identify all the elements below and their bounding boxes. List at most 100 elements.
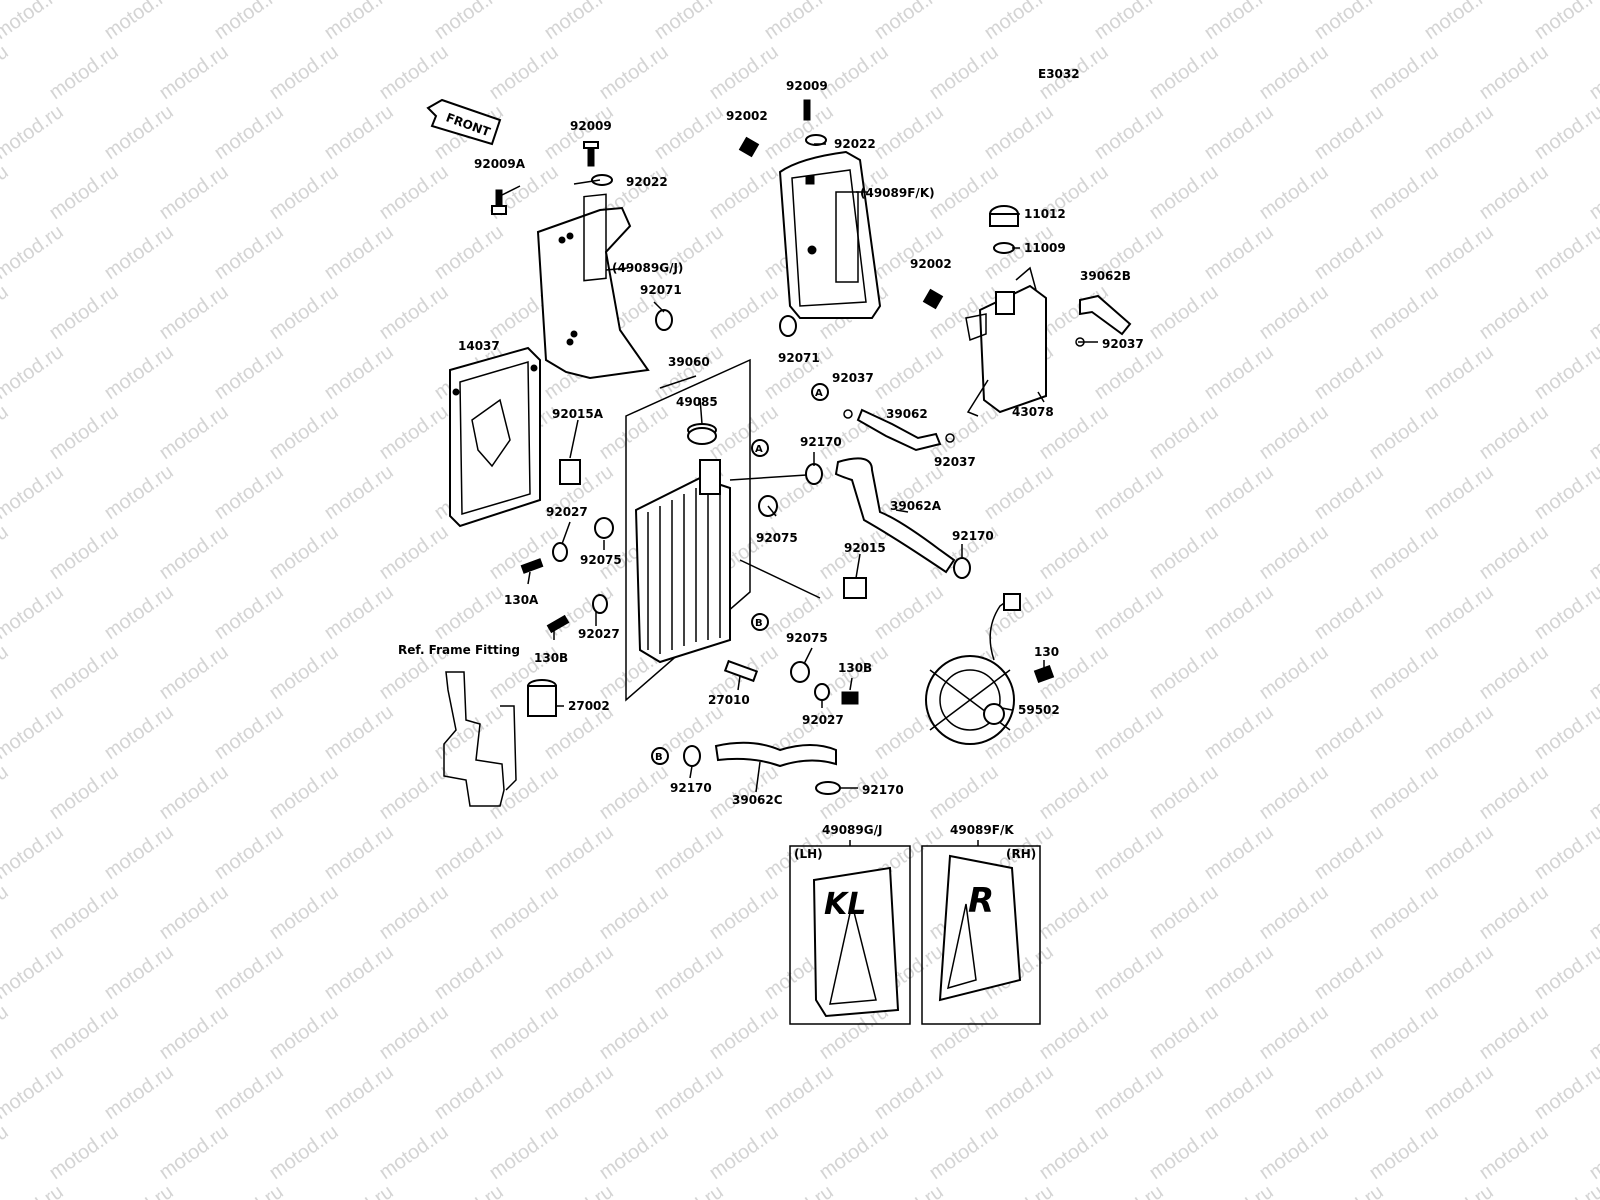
watermark-text: motod.ru xyxy=(925,761,1002,824)
watermark-text: motod.ru xyxy=(1475,521,1552,584)
watermark-text: motod.ru xyxy=(1200,1181,1277,1200)
watermark-text: motod.ru xyxy=(1200,941,1277,1004)
watermark-text: motod.ru xyxy=(1585,281,1600,344)
watermark-text: motod.ru xyxy=(1530,341,1600,404)
watermark-text: motod.ru xyxy=(1365,401,1442,464)
watermark-text: motod.ru xyxy=(485,1001,562,1064)
watermark-text: motod.ru xyxy=(1200,0,1277,44)
label-92015: 92015 xyxy=(844,541,886,555)
watermark-text: motod.ru xyxy=(1585,521,1600,584)
watermark-text: motod.ru xyxy=(1145,1001,1222,1064)
watermark-text: motod.ru xyxy=(1585,161,1600,224)
diagram-code: E3032 xyxy=(1038,67,1080,81)
cap-49085 xyxy=(687,427,717,445)
watermark-text: motod.ru xyxy=(1310,701,1387,764)
watermark-text: motod.ru xyxy=(1475,41,1552,104)
label-92075-c: 92075 xyxy=(786,631,828,645)
watermark-text: motod.ru xyxy=(1090,0,1167,44)
watermark-text: motod.ru xyxy=(1310,461,1387,524)
watermark-text: motod.ru xyxy=(1530,461,1600,524)
watermark-text: motod.ru xyxy=(540,1061,617,1124)
bolt-92002b xyxy=(922,288,944,310)
watermark-text: motod.ru xyxy=(100,1181,177,1200)
watermark-text: motod.ru xyxy=(1475,1121,1552,1184)
watermark-text: motod.ru xyxy=(155,281,232,344)
watermark-text: motod.ru xyxy=(1255,41,1332,104)
switch-27010 xyxy=(723,659,759,683)
clamp-92170c xyxy=(683,745,701,767)
watermark-text: motod.ru xyxy=(210,461,287,524)
watermark-text: motod.ru xyxy=(265,1121,342,1184)
watermark-text: motod.ru xyxy=(1530,1061,1600,1124)
watermark-text: motod.ru xyxy=(1475,641,1552,704)
watermark-text: motod.ru xyxy=(430,701,507,764)
watermark-text: motod.ru xyxy=(1420,461,1497,524)
watermark-text: motod.ru xyxy=(375,761,452,824)
label-92015A: 92015A xyxy=(552,407,604,421)
label-39062A: 39062A xyxy=(890,499,942,513)
watermark-text: motod.ru xyxy=(1255,641,1332,704)
bushing-92027a xyxy=(552,542,568,562)
watermark-text: motod.ru xyxy=(1475,281,1552,344)
watermark-text: motod.ru xyxy=(155,761,232,824)
watermark-text: motod.ru xyxy=(870,1181,947,1200)
watermark-text: motod.ru xyxy=(100,461,177,524)
decal-left: KL xyxy=(789,845,911,1025)
grommet-92071a xyxy=(655,309,673,331)
watermark-text: motod.ru xyxy=(0,461,68,524)
watermark-text: motod.ru xyxy=(1090,101,1167,164)
bolt-92009A xyxy=(491,189,507,215)
label-92027-a: 92027 xyxy=(546,505,588,519)
watermark-text: motod.ru xyxy=(45,401,122,464)
watermark-text: motod.ru xyxy=(155,161,232,224)
watermark-text: motod.ru xyxy=(1145,641,1222,704)
watermark-text: motod.ru xyxy=(0,521,13,584)
right-shroud xyxy=(778,150,882,319)
watermark-text: motod.ru xyxy=(705,401,782,464)
watermark-text: motod.ru xyxy=(1255,1121,1332,1184)
decal-left-text: KL xyxy=(824,887,866,922)
watermark-text: motod.ru xyxy=(45,881,122,944)
watermark-text: motod.ru xyxy=(1145,41,1222,104)
watermark-text: motod.ru xyxy=(1310,101,1387,164)
watermark-text: motod.ru xyxy=(1255,521,1332,584)
watermark-text: motod.ru xyxy=(1585,401,1600,464)
watermark-text: motod.ru xyxy=(1200,221,1277,284)
grommet-92075a xyxy=(594,517,614,539)
ref-marks: A A B B xyxy=(651,383,829,765)
label-11009: 11009 xyxy=(1024,241,1066,255)
watermark-text: motod.ru xyxy=(265,401,342,464)
watermark-text: motod.ru xyxy=(1365,161,1442,224)
watermark-text: motod.ru xyxy=(925,41,1002,104)
watermark-text: motod.ru xyxy=(925,1121,1002,1184)
watermark-text: motod.ru xyxy=(155,1001,232,1064)
watermark-text: motod.ru xyxy=(1475,161,1552,224)
bolt-92009 xyxy=(583,141,599,167)
watermark-text: motod.ru xyxy=(1530,821,1600,884)
label-92009-right: 92009 xyxy=(786,79,828,93)
label-43078: 43078 xyxy=(1012,405,1054,419)
watermark-text: motod.ru xyxy=(705,1121,782,1184)
watermark-text: motod.ru xyxy=(1090,461,1167,524)
bolt-130 xyxy=(1033,664,1055,684)
watermark-text: motod.ru xyxy=(210,701,287,764)
watermark-text: motod.ru xyxy=(320,221,397,284)
watermark-text: motod.ru xyxy=(320,1181,397,1200)
watermark-text: motod.ru xyxy=(815,41,892,104)
watermark-text: motod.ru xyxy=(1420,581,1497,644)
watermark-text: motod.ru xyxy=(0,1001,13,1064)
clip-92037b xyxy=(843,409,853,419)
watermark-text: motod.ru xyxy=(1420,341,1497,404)
label-92170-top: 92170 xyxy=(800,435,842,449)
watermark-text: motod.ru xyxy=(1475,881,1552,944)
grommet-92071b xyxy=(779,315,797,337)
watermark-text: motod.ru xyxy=(485,881,562,944)
watermark-text: motod.ru xyxy=(1090,1061,1167,1124)
watermark-text: motod.ru xyxy=(1530,221,1600,284)
label-130B-left: 130B xyxy=(534,651,568,665)
watermark-text: motod.ru xyxy=(0,221,68,284)
watermark-text: motod.ru xyxy=(980,461,1057,524)
watermark-text: motod.ru xyxy=(485,41,562,104)
watermark-text: motod.ru xyxy=(1145,281,1222,344)
watermark-text: motod.ru xyxy=(100,941,177,1004)
